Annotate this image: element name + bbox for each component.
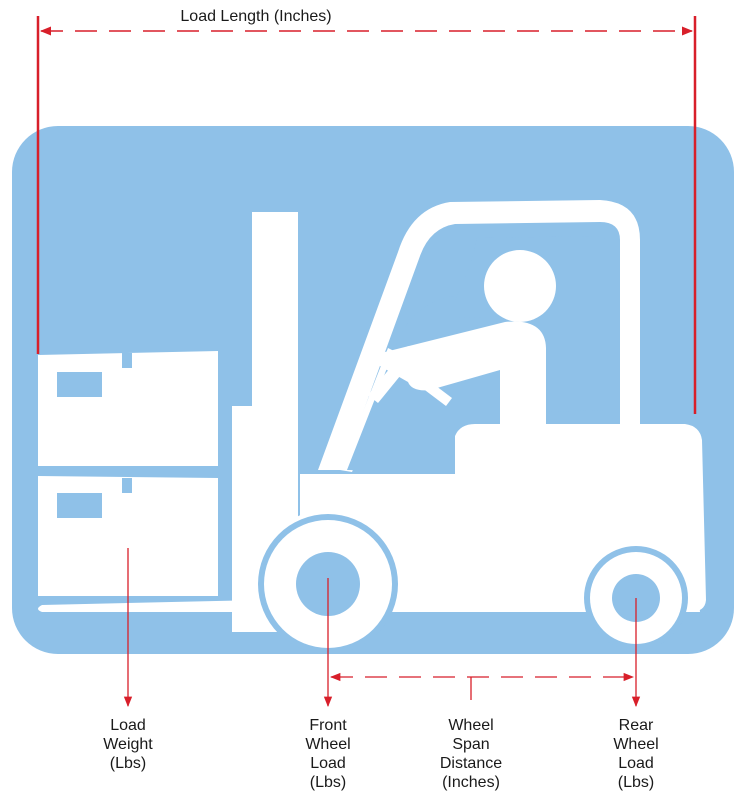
- wheel-span-dimension: [331, 677, 633, 700]
- wheel-span-line-3: Distance: [421, 754, 521, 773]
- front-wheel-load-line-1: Front: [278, 716, 378, 735]
- wheel-span-line-2: Span: [421, 735, 521, 754]
- rear-wheel-load-line-1: Rear: [586, 716, 686, 735]
- wheel-span-line-1: Wheel: [421, 716, 521, 735]
- front-wheel-load-line-3: Load: [278, 754, 378, 773]
- load-length-label: Load Length (Inches): [150, 7, 362, 26]
- rear-wheel-load-line-2: Wheel: [586, 735, 686, 754]
- box-top: [38, 351, 218, 466]
- front-wheel-load-line-2: Wheel: [278, 735, 378, 754]
- front-wheel-load-line-4: (Lbs): [278, 773, 378, 792]
- load-weight-line-3: (Lbs): [78, 754, 178, 773]
- load-weight-line-2: Weight: [78, 735, 178, 754]
- front-wheel-load-label: Front Wheel Load (Lbs): [278, 716, 378, 792]
- wheel-span-distance-label: Wheel Span Distance (Inches): [421, 716, 521, 792]
- wheel-span-line-4: (Inches): [421, 773, 521, 792]
- rear-wheel-load-line-4: (Lbs): [586, 773, 686, 792]
- rear-wheel-load-line-3: Load: [586, 754, 686, 773]
- load-weight-label: Load Weight (Lbs): [78, 716, 178, 773]
- load-weight-line-1: Load: [78, 716, 178, 735]
- rear-wheel-load-label: Rear Wheel Load (Lbs): [586, 716, 686, 792]
